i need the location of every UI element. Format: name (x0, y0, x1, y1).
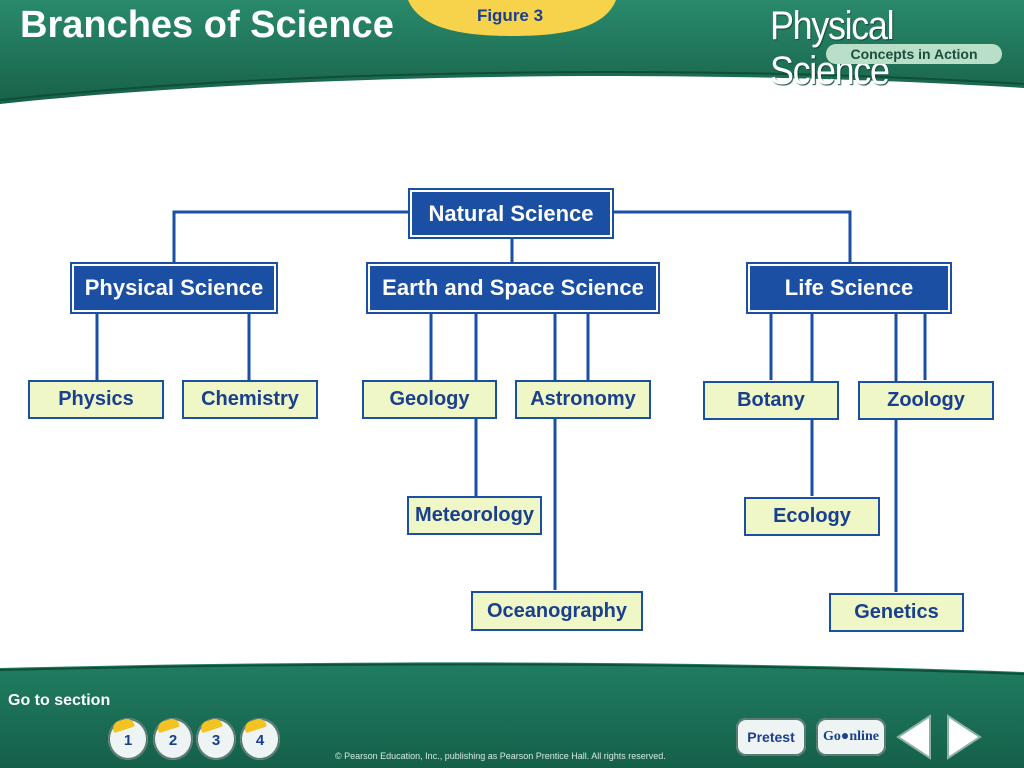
section-number: 4 (255, 732, 265, 749)
section-4-button[interactable]: 4 (240, 716, 280, 760)
figure-label: Figure 3 (476, 6, 544, 25)
node-ecology: Ecology (744, 497, 880, 536)
node-zoology: Zoology (858, 381, 994, 420)
pretest-label: Pretest (747, 729, 795, 745)
copyright-text: © Pearson Education, Inc., publishing as… (335, 751, 666, 761)
node-genetics: Genetics (829, 593, 964, 632)
section-2-button[interactable]: 2 (153, 716, 193, 760)
go-to-section-label: Go to section (8, 692, 111, 709)
node-astronomy: Astronomy (515, 380, 651, 419)
node-life-science: Life Science (746, 262, 952, 314)
section-number: 2 (168, 732, 178, 749)
next-arrow-icon[interactable] (946, 714, 982, 760)
section-1-button[interactable]: 1 (108, 716, 148, 760)
node-geology: Geology (362, 380, 497, 419)
section-number: 1 (123, 732, 133, 749)
section-number: 3 (211, 732, 221, 749)
go-online-button[interactable]: Go●nline (816, 718, 886, 756)
brand-subtitle: Concepts in Action (826, 44, 1002, 64)
node-physics: Physics (28, 380, 164, 419)
page-title: Branches of Science (20, 4, 394, 46)
node-physical-science: Physical Science (70, 262, 278, 314)
node-meteorology: Meteorology (407, 496, 542, 535)
figure-tab (408, 0, 616, 36)
node-oceanography: Oceanography (471, 591, 643, 631)
section-3-button[interactable]: 3 (196, 716, 236, 760)
node-botany: Botany (703, 381, 839, 420)
node-earth-space-science: Earth and Space Science (366, 262, 660, 314)
previous-arrow-icon[interactable] (896, 714, 932, 760)
go-online-label: Go●nline (823, 729, 879, 744)
pretest-button[interactable]: Pretest (736, 718, 806, 756)
header-band (0, 0, 1024, 104)
node-chemistry: Chemistry (182, 380, 318, 419)
node-natural-science: Natural Science (408, 188, 614, 239)
